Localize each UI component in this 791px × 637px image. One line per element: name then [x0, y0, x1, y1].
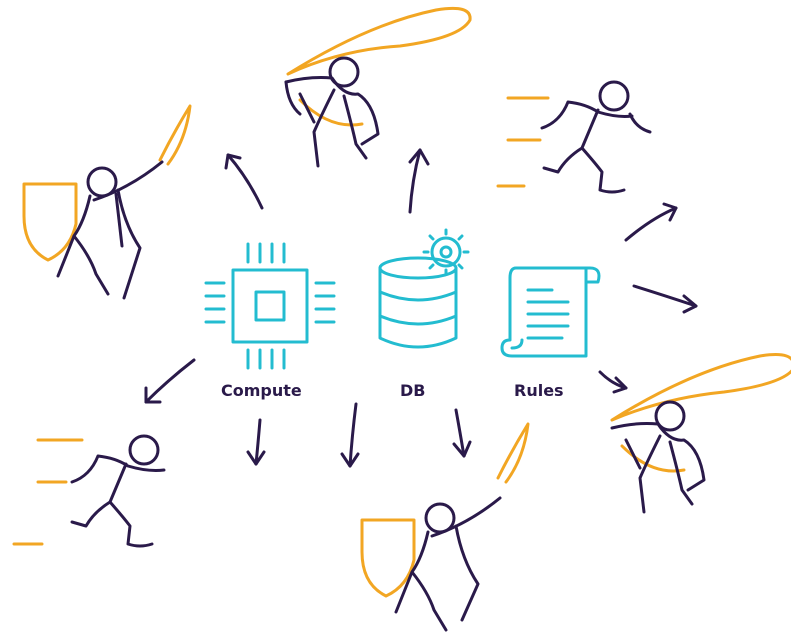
rules-label: Rules: [514, 381, 564, 400]
arrow-down-left: [144, 358, 196, 404]
net-catcher-figure: [610, 353, 791, 514]
running-figure: [496, 80, 652, 194]
arrow-up-right: [624, 202, 678, 242]
scroll-document-icon: [500, 266, 601, 358]
arrow-up-left: [224, 153, 264, 210]
running-figure: [12, 434, 166, 548]
compute-label: Compute: [221, 381, 302, 400]
db-label: DB: [400, 381, 426, 400]
cpu-chip-icon: [204, 242, 336, 370]
arrow-down-1: [246, 418, 266, 466]
swordsman-figure: [22, 104, 192, 300]
arrow-right: [632, 284, 698, 314]
database-gear-icon: [378, 228, 470, 349]
swordsman-figure: [360, 422, 530, 632]
arrow-down-3: [452, 408, 472, 458]
arrow-down-right: [598, 370, 628, 394]
net-catcher-figure: [284, 6, 472, 168]
arrow-down-2: [340, 402, 360, 468]
arrow-up: [408, 148, 430, 214]
